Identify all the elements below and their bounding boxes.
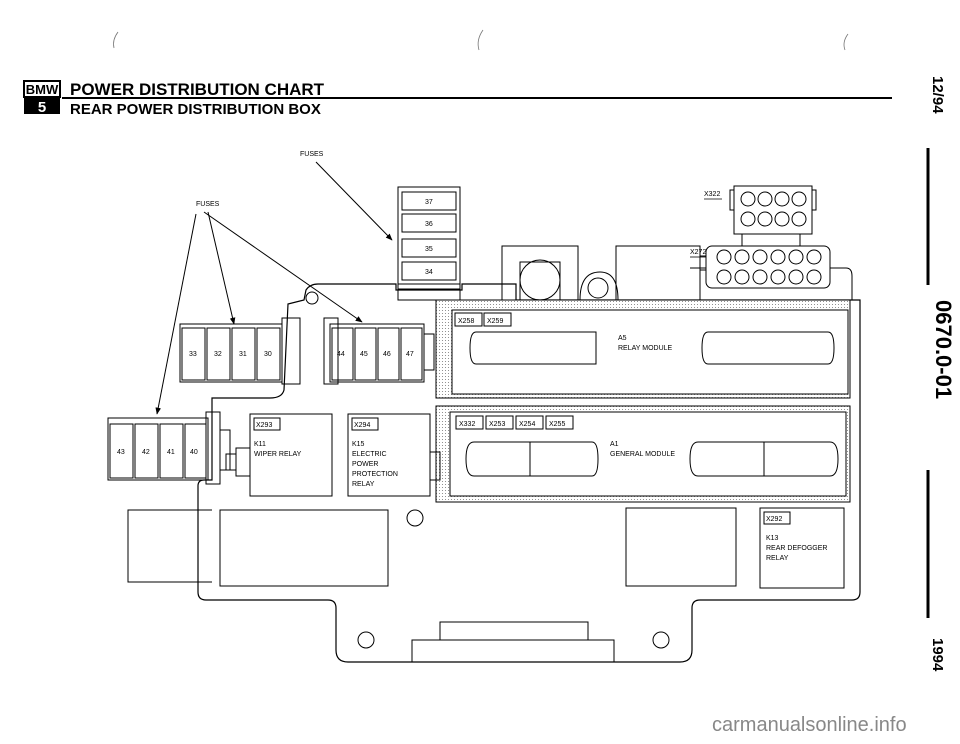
bottom-mid-panel <box>625 507 737 587</box>
fuse-group-43-40 <box>107 411 231 485</box>
module-a1-general <box>435 405 851 503</box>
fuse-box-outline <box>197 283 861 663</box>
relay-name-k13-line: REAR DEFOGGER <box>766 545 827 552</box>
relay-name-k13-line: RELAY <box>766 555 789 562</box>
fuse-37-body <box>401 191 457 211</box>
fuse-label: 30 <box>264 351 272 358</box>
side-year: 1994 <box>929 638 946 672</box>
connector-box-x259 <box>483 312 512 327</box>
fuse-group-33-30-labels: 33 32 31 30 <box>189 351 272 358</box>
fuse-36-body <box>401 213 457 233</box>
connector-box-x255 <box>545 415 574 430</box>
fuse-label: 45 <box>360 351 368 358</box>
fuse-group-44-47 <box>323 317 435 385</box>
fuse-34-body <box>401 261 457 281</box>
page-title: POWER DISTRIBUTION CHART <box>70 80 325 99</box>
fuse-label: 37 <box>425 199 433 206</box>
relay-name-k15-line: PROTECTION <box>352 471 398 478</box>
left-bracket <box>127 509 212 583</box>
side-date: 12/94 <box>929 76 946 114</box>
fuse-35-body <box>401 238 457 258</box>
module-id-a1: A1 <box>610 441 619 448</box>
fuses-label-top: FUSES <box>300 151 324 158</box>
top-center-components <box>501 245 706 301</box>
connector-label-x332: X332 <box>459 421 475 428</box>
bmw-series-badge: BMW 5 <box>23 80 61 116</box>
badge-top-text: BMW <box>26 82 59 97</box>
module-name-a5: RELAY MODULE <box>618 345 673 352</box>
connector-x272 <box>699 245 853 300</box>
fuse-label: 35 <box>425 246 433 253</box>
fuse-label: 36 <box>425 221 433 228</box>
connector-label-x294: X294 <box>354 422 370 429</box>
scan-marks <box>113 29 849 51</box>
watermark: carmanualsonline.info <box>712 714 907 736</box>
relay-name-k15-line: POWER <box>352 461 378 468</box>
module-id-a5: A5 <box>618 335 627 342</box>
fuse-arrows <box>155 161 393 415</box>
fuse-group-43-40-labels: 43 42 41 40 <box>117 449 198 456</box>
connector-x322 <box>729 185 817 246</box>
connector-label-x293: X293 <box>256 422 272 429</box>
fuse-label: 46 <box>383 351 391 358</box>
fuse-label: 44 <box>337 351 345 358</box>
module-a5-relay <box>435 299 851 399</box>
fuse-label: 41 <box>167 449 175 456</box>
relay-name-k11: WIPER RELAY <box>254 451 302 458</box>
connector-label-x259: X259 <box>487 318 503 325</box>
fuse-stack-top <box>397 186 461 301</box>
fuse-label: 40 <box>190 449 198 456</box>
fuse-label: 33 <box>189 351 197 358</box>
bottom-slot <box>411 621 615 663</box>
relay-id-k13: K13 <box>766 535 779 542</box>
fuse-label: 34 <box>425 269 433 276</box>
connector-box-x254 <box>515 415 544 430</box>
connector-label-x255: X255 <box>549 421 565 428</box>
fuse-stack-top-labels: 37 36 35 34 <box>425 199 433 276</box>
relay-id-k11: K11 <box>254 441 266 448</box>
relay-k13 <box>759 507 845 589</box>
connector-label-x258: X258 <box>458 318 474 325</box>
module-name-a1: GENERAL MODULE <box>610 451 675 458</box>
side-margin: 12/94 0670.0-01 1994 <box>926 76 956 672</box>
connector-label-x272: X272 <box>690 249 706 256</box>
header: BMW 5 POWER DISTRIBUTION CHART REAR POWE… <box>23 80 892 118</box>
relay-id-k15: K15 <box>352 441 365 448</box>
connector-box-x253 <box>485 415 514 430</box>
fuse-label: 43 <box>117 449 125 456</box>
connector-label-x254: X254 <box>519 421 535 428</box>
side-doc-number: 0670.0-01 <box>931 300 956 399</box>
fuse-label: 31 <box>239 351 247 358</box>
connector-label-x292: X292 <box>766 516 782 523</box>
relay-name-k15-line: RELAY <box>352 481 375 488</box>
relay-name-k15-line: ELECTRIC <box>352 451 387 458</box>
badge-bottom-text: 5 <box>38 99 46 116</box>
fuse-label: 42 <box>142 449 150 456</box>
fuse-group-33-30 <box>179 317 301 385</box>
fuse-group-44-47-labels: 44 45 46 47 <box>337 351 414 358</box>
fuses-label-left: FUSES <box>196 201 220 208</box>
bottom-left-panel <box>219 509 389 587</box>
mounting-holes <box>305 291 670 649</box>
fuse-label: 47 <box>406 351 414 358</box>
connector-label-x253: X253 <box>489 421 505 428</box>
connector-label-x322: X322 <box>704 191 720 198</box>
connector-box-x258 <box>454 312 483 327</box>
relay-k11 <box>225 413 333 497</box>
connector-box-x332 <box>455 415 484 430</box>
page-subtitle: REAR POWER DISTRIBUTION BOX <box>70 101 321 118</box>
relay-k15 <box>347 413 441 497</box>
fuse-label: 32 <box>214 351 222 358</box>
